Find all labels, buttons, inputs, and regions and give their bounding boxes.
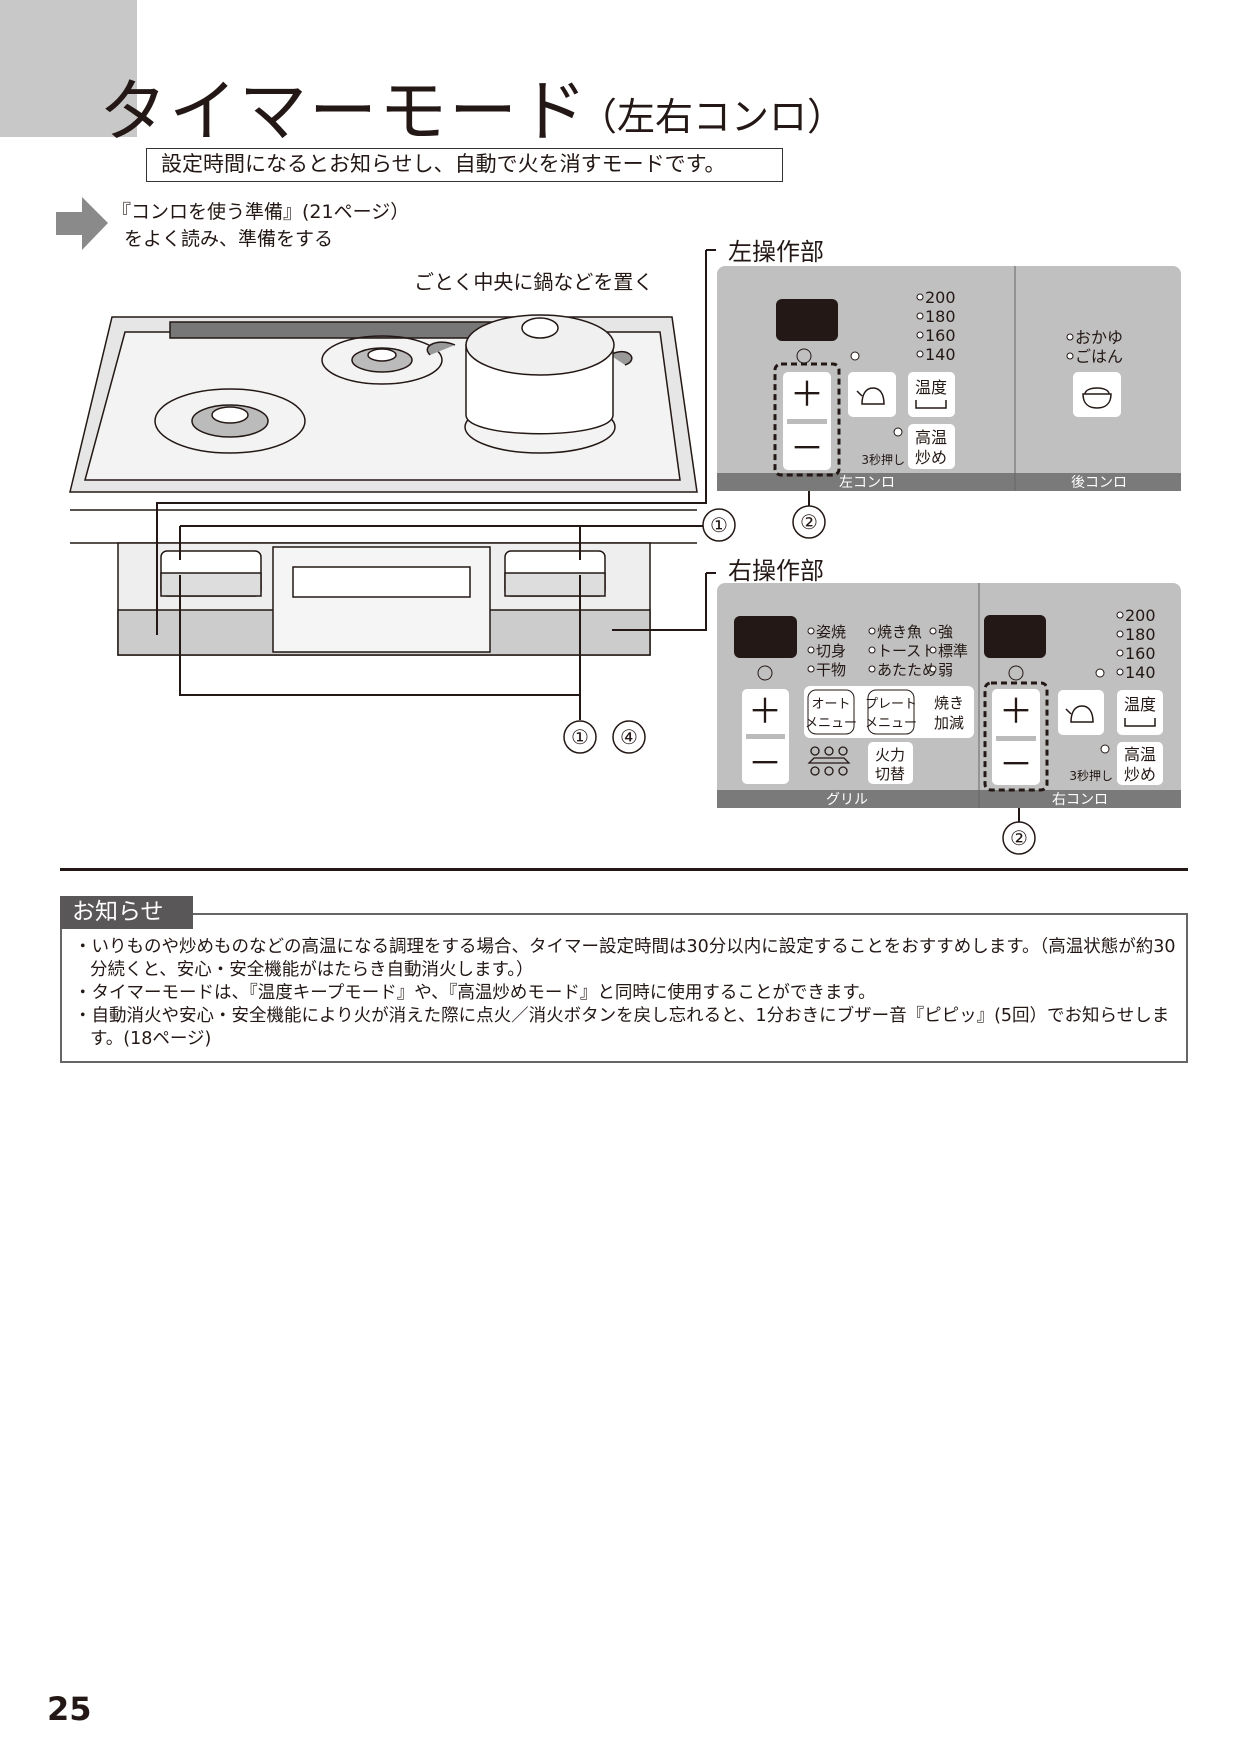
svg-text:＋: ＋: [999, 692, 1033, 732]
ondo-button[interactable]: [908, 372, 955, 417]
right-koon-button[interactable]: [1117, 742, 1163, 785]
left-control-panel: ＋ － 温度 高温 炒め 3秒押し 200 180 160 140 おかゆ ごは…: [717, 266, 1181, 491]
highlight-box: [773, 362, 841, 477]
svg-text:グリル: グリル: [826, 792, 868, 808]
right-panel-label: 右操作部: [728, 557, 824, 585]
minus-button[interactable]: －: [790, 429, 824, 469]
svg-text:180: 180: [925, 307, 956, 326]
svg-text:メニュー: メニュー: [865, 716, 917, 731]
plate-menu-button[interactable]: [867, 689, 915, 735]
svg-text:焼き魚: 焼き魚: [877, 623, 922, 641]
lead-box: 設定時間になるとお知らせし、自動で火を消すモードです。: [146, 148, 783, 182]
yakikagen-button[interactable]: [927, 690, 970, 734]
right-control-panel: ＋ － 姿焼 切身 干物 焼き魚 トースト あたため 強 標準 弱 オート メニ…: [717, 583, 1181, 808]
highlight-box-right: [983, 681, 1049, 792]
page-number: 25: [47, 1690, 92, 1728]
callout-1b: ①: [571, 725, 589, 749]
svg-text:3秒押し: 3秒押し: [1069, 769, 1113, 783]
svg-text:トースト: トースト: [877, 642, 936, 660]
plus-button[interactable]: ＋: [790, 375, 824, 415]
page-subtitle: （左右コンロ）: [579, 95, 846, 139]
karyoku-button[interactable]: [868, 742, 913, 784]
svg-text:あたため: あたため: [877, 661, 937, 679]
svg-text:高温: 高温: [1124, 745, 1156, 764]
svg-text:標準: 標準: [938, 642, 968, 660]
ondo-label: 温度: [915, 378, 947, 397]
svg-text:140: 140: [925, 345, 956, 364]
page-title: タイマーモード: [99, 73, 590, 152]
kettle-icon: [856, 387, 885, 405]
svg-text:180: 180: [1125, 625, 1156, 644]
callout-2b: ②: [1010, 826, 1028, 850]
right-timer-display: [984, 615, 1046, 658]
auto-menu-button[interactable]: [807, 689, 855, 735]
svg-text:200: 200: [1125, 606, 1156, 625]
svg-text:－: －: [999, 745, 1033, 785]
svg-text:炒め: 炒め: [915, 448, 947, 467]
right-kettle-button[interactable]: [1058, 690, 1104, 735]
svg-text:強: 強: [938, 623, 953, 641]
grill-display: [734, 616, 797, 658]
left-panel-label: 左操作部: [728, 238, 824, 266]
svg-text:温度: 温度: [1124, 695, 1156, 714]
notice-item: ・タイマーモードは、『温度キープモード』や、『高温炒めモード』と同時に使用するこ…: [74, 983, 876, 1003]
callout-2: ②: [800, 510, 818, 534]
burner-rear: [321, 335, 443, 385]
svg-text:加減: 加減: [934, 714, 964, 732]
prep-line-1: 『コンロを使う準備』(21ページ）: [112, 201, 410, 223]
callouts: [563, 505, 1036, 855]
right-ondo-button[interactable]: [1117, 690, 1163, 735]
svg-text:切替: 切替: [875, 765, 905, 783]
svg-text:焼き: 焼き: [934, 694, 964, 712]
burner-left: [154, 388, 306, 454]
corner-tab: [0, 0, 137, 137]
svg-text:干物: 干物: [816, 661, 846, 679]
svg-text:160: 160: [1125, 644, 1156, 663]
callout-1: ①: [710, 513, 728, 537]
svg-text:姿焼: 姿焼: [816, 623, 846, 641]
stove-illustration: ① ② ① ④ ②: [69, 249, 1036, 855]
notice-list: ・いりものや炒めものなどの高温になる調理をする場合、タイマー設定時間は30分以内…: [74, 936, 1182, 1051]
svg-text:左コンロ: 左コンロ: [839, 475, 895, 491]
svg-text:弱: 弱: [938, 661, 953, 679]
section-divider: [60, 868, 1188, 871]
pot-note: ごとく中央に鍋などを置く: [414, 270, 654, 294]
svg-text:高温: 高温: [915, 428, 947, 447]
svg-text:＋: ＋: [748, 692, 782, 732]
prep-line-2: をよく読み、準備をする: [124, 228, 334, 250]
svg-text:メニュー: メニュー: [805, 716, 857, 731]
notice-title: お知らせ: [60, 896, 193, 929]
svg-text:160: 160: [925, 326, 956, 345]
rice-bowl-icon: [1082, 387, 1112, 409]
koon-button[interactable]: [908, 424, 955, 469]
svg-text:オート: オート: [811, 697, 850, 712]
callout-4: ④: [620, 725, 638, 749]
notice-item: ・いりものや炒めものなどの高温になる調理をする場合、タイマー設定時間は30分以内…: [74, 937, 1176, 980]
svg-text:ごはん: ごはん: [1075, 347, 1123, 366]
notice-box: [60, 913, 1188, 1063]
notice-item: ・自動消火や安心・安全機能により火が消えた際に点火／消火ボタンを戻し忘れると、1…: [74, 1006, 1170, 1049]
svg-text:プレート: プレート: [865, 697, 917, 712]
arrow-right-icon: [56, 197, 108, 250]
svg-text:右コンロ: 右コンロ: [1052, 792, 1108, 808]
svg-text:200: 200: [925, 288, 956, 307]
press-3s: 3秒押し: [861, 453, 905, 467]
svg-text:－: －: [748, 744, 782, 784]
kettle-button[interactable]: [848, 372, 896, 417]
svg-text:火力: 火力: [875, 746, 905, 764]
svg-text:切身: 切身: [816, 642, 846, 660]
pot: [426, 314, 633, 454]
leader-lines: [156, 249, 1020, 822]
svg-text:おかゆ: おかゆ: [1075, 328, 1123, 347]
svg-text:炒め: 炒め: [1124, 765, 1156, 784]
svg-text:後コンロ: 後コンロ: [1071, 475, 1127, 491]
flame-icon: [807, 746, 851, 776]
timer-display: [776, 299, 838, 341]
svg-text:140: 140: [1125, 663, 1156, 682]
